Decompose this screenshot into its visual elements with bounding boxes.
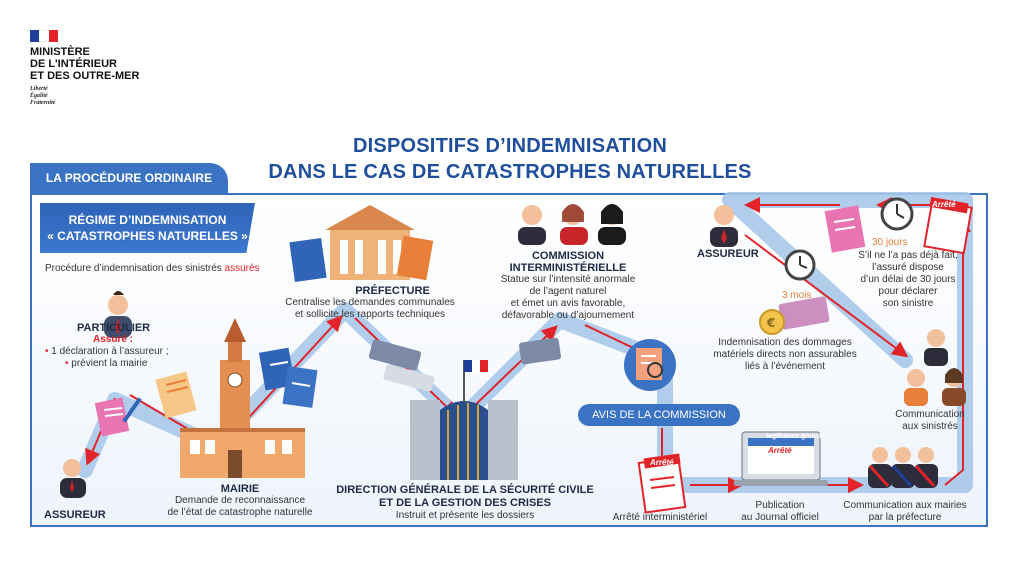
intro-text: Procédure d’indemnisation des sinistrés … [45,263,260,274]
particulier-item-2: • prévient la mairie [65,358,148,369]
arrete-document-icon [637,453,687,514]
communication-mairies-block: Communication aux mairies par la préfect… [843,500,967,523]
laptop-icon [734,431,828,486]
assureur-right-label: ASSUREUR [697,248,759,260]
money-icon: € [759,296,830,335]
ministry-logo: MINISTÈRE DE L'INTÉRIEUR ET DES OUTRE-ME… [30,30,170,107]
regime-banner: RÉGIME D’INDEMNISATION « CATASTROPHES NA… [40,203,255,253]
mairie-block: MAIRIE Demande de reconnaissance de l’ét… [167,483,313,518]
assureur-right-icon [710,205,738,247]
declaration-form-icon [94,397,142,437]
pink-form-right-icon [824,205,866,253]
dgscgc-block: DIRECTION GÉNÉRALE DE LA SÉCURITÉ CIVILE… [336,484,594,521]
clock-3-icon [784,249,816,281]
ministry-name: MINISTÈRE DE L'INTÉRIEUR ET DES OUTRE-ME… [30,46,140,82]
flag-icon [30,30,58,42]
delai-text-block: S’il ne l’a pas déjà fait, l’assuré disp… [858,250,958,309]
arrete-right-icon [923,196,973,255]
arrete-screen-label: Arrêté [768,446,792,455]
sinistres-icon [904,329,966,406]
procedure-tab: LA PROCÉDURE ORDINAIRE [30,163,228,193]
particulier-block: PARTICULIER Assuré : • 1 déclaration à l… [45,322,195,370]
orange-form-icon [155,371,197,419]
mairie-building-icon [180,318,305,478]
delay-30-label: 30 jours [872,237,908,248]
arrete-right-label: Arrêté [932,200,956,209]
motto: Liberté Égalité Fraternité [30,86,56,106]
indemnisation-block: Indemnisation des dommages matériels dir… [713,337,857,372]
files-icon [368,337,561,392]
particulier-title: PARTICULIER [77,322,151,334]
arrete-interministeriel-label: Arrêté interministériel [612,512,708,523]
communication-sinistres-block: Communication aux sinistrés [895,409,965,432]
particulier-item-1: • 1 déclaration à l’assureur ; [45,346,169,357]
prefecture-building-icon [289,205,434,283]
prefecture-block: PRÉFECTURE Centralise les demandes commu… [285,285,455,320]
commission-block: COMMISSION INTERMINISTÉRIELLE Statue sur… [500,250,636,321]
assureur-left-label: ASSUREUR [44,509,106,521]
delay-3-label: 3 mois [782,290,812,301]
publication-block: Publication au Journal officiel [741,500,819,523]
ministry-gate-icon [410,360,518,480]
assureur-left-icon [60,459,86,498]
commission-members-icon [518,204,626,245]
assure-label: Assuré : [93,334,134,345]
avis-commission-label: AVIS DE LA COMMISSION [578,404,740,426]
svg-text:€: € [766,316,775,330]
clock-30-icon [880,197,914,231]
mayors-icon [868,447,938,488]
legifrance-label: legifrance.gouv.fr [766,433,825,440]
page-title: DISPOSITIFS D’INDEMNISATION DANS LE CAS … [268,135,752,183]
review-magnifier-icon [624,339,676,391]
arrete-doc-label: Arrêté [650,458,674,467]
blue-documents-icon [258,347,318,408]
particulier-icon [104,291,132,338]
